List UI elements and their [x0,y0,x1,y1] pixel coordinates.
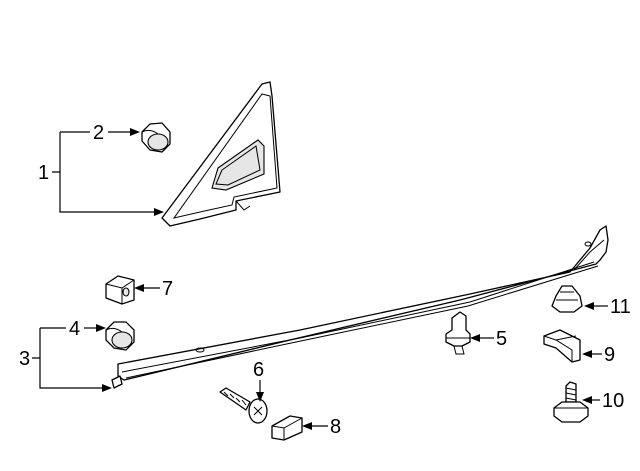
callout-5: 5 [496,328,507,350]
bracket [543,329,581,363]
callout-1: 1 [38,162,49,184]
callout-10: 10 [602,390,624,412]
retainer-nut [551,285,583,313]
push-clip-lower [105,321,135,351]
hex-bolt [553,381,589,423]
callout-3: 3 [19,348,30,370]
corner-trim-panel [161,81,281,227]
screw [219,387,268,424]
callout-4: 4 [69,318,80,340]
wedge-pad [271,415,303,441]
callout-9: 9 [604,344,615,366]
callout-7: 7 [162,278,173,300]
leader-lines [32,128,608,430]
push-clip-upper [141,122,171,153]
snap-fastener [445,311,471,355]
clip-nut [105,275,135,305]
callout-8: 8 [330,416,341,438]
callout-6: 6 [253,359,264,381]
callout-2: 2 [93,122,104,144]
rocker-garnish-strip [111,225,609,389]
callout-11: 11 [610,296,631,318]
